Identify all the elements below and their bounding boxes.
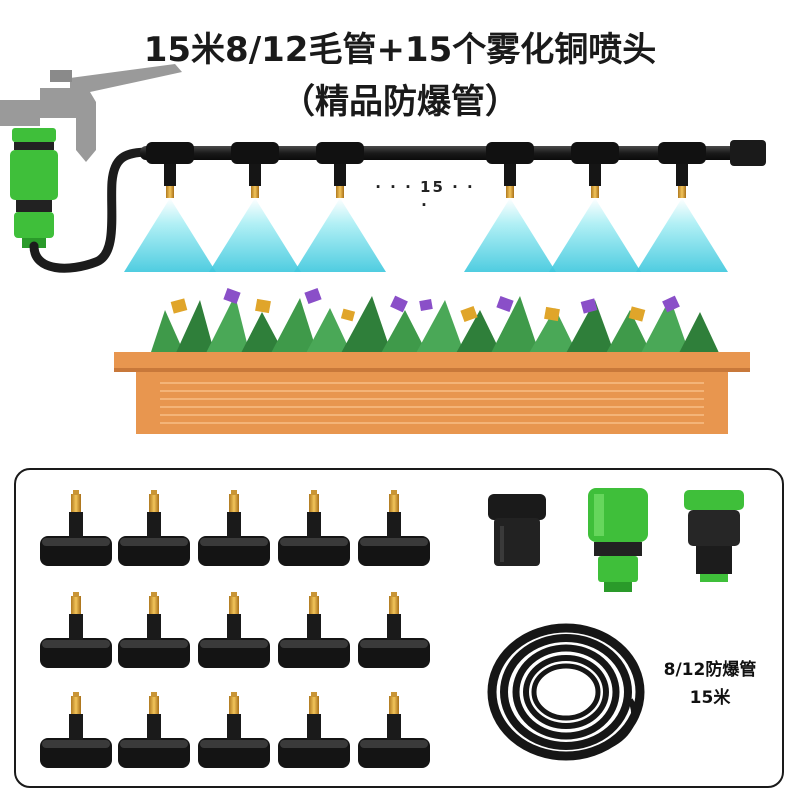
nozzle-tee [294,142,386,272]
flowers [170,287,680,323]
nozzle-array [124,142,728,272]
product-subtitle: （精品防爆管） [281,82,519,122]
nozzle-count-label: · · · 15 · · · [375,178,475,214]
installation-illustration [0,64,766,434]
faucet-connector [10,128,58,248]
nozzle-tee [549,142,641,272]
faucet-adapter [684,490,744,582]
nozzle-tee [464,142,556,272]
plants [150,295,720,355]
hose-spec-label: 8/12防爆管 15米 [640,656,780,712]
nozzle-tee [636,142,728,272]
end-cap [730,140,766,166]
faucet [0,64,182,162]
tee-nozzle-grid [40,490,430,768]
nozzle-tee [124,142,216,272]
planter-box [114,352,750,434]
quick-connector [588,488,648,592]
nozzle-tee [209,142,301,272]
coiled-hose [487,623,645,761]
end-plug [488,494,546,566]
supply-hose [29,147,155,273]
product-title: 15米8/12毛管+15个雾化铜喷头 [143,30,657,70]
hose-spec-line1: 8/12防爆管 [663,660,757,680]
hose-spec-line2: 15米 [689,688,731,708]
